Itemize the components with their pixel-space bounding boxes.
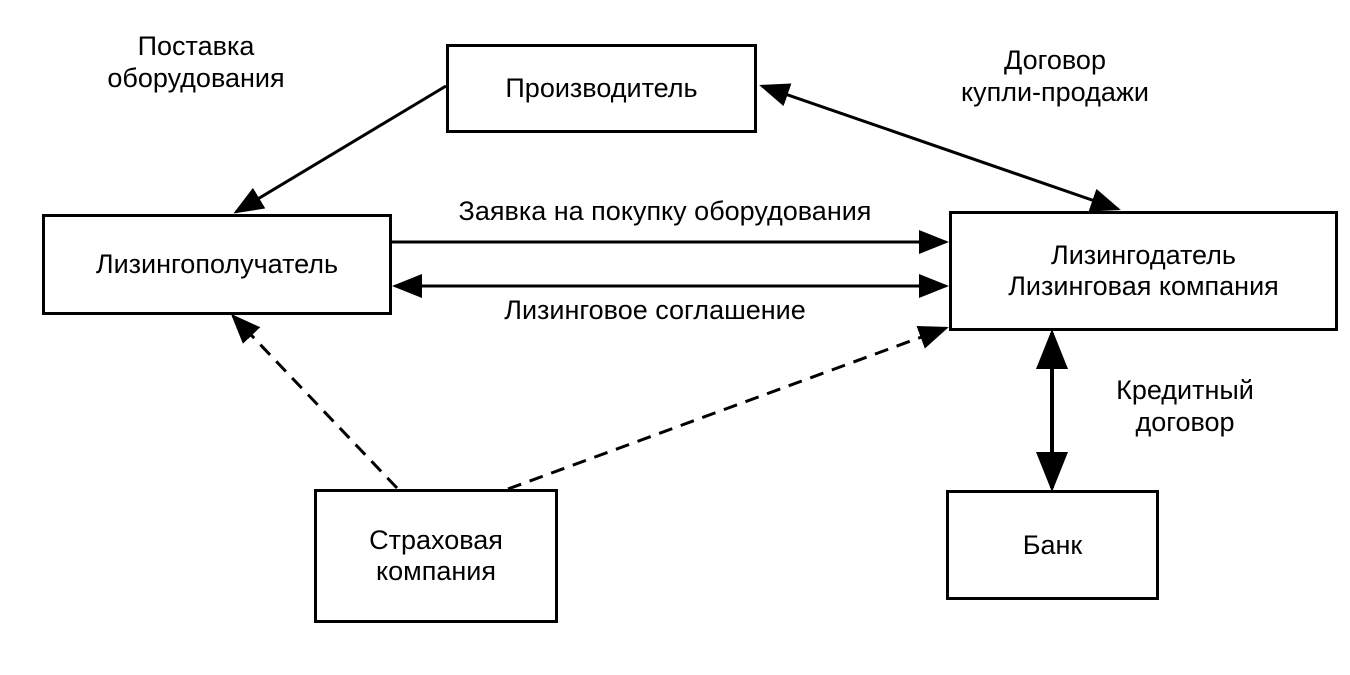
supply-arrow xyxy=(233,84,447,214)
lessor-box: Лизингодатель Лизинговая компания xyxy=(949,211,1338,331)
insurer-label-line1: Страховая xyxy=(369,525,503,555)
insurer-to-lessee-dashed-arrow xyxy=(230,313,399,490)
sale-contract-label-line2: купли-продажи xyxy=(960,77,1150,107)
credit-agreement-edge-label: Кредитный договор xyxy=(1080,374,1290,438)
supply-label-line2: оборудования xyxy=(107,63,285,93)
supply-edge-label: Поставка оборудования xyxy=(76,30,316,94)
sale-contract-label-line1: Договор xyxy=(1004,45,1106,75)
producer-box: Производитель xyxy=(446,44,757,133)
request-label: Заявка на покупку оборудования xyxy=(458,196,872,226)
lessee-label: Лизингополучатель xyxy=(95,249,339,279)
bank-box: Банк xyxy=(946,490,1159,600)
supply-label-line1: Поставка xyxy=(137,31,255,61)
request-edge-label: Заявка на покупку оборудования xyxy=(400,195,930,227)
lessee-box: Лизингополучатель xyxy=(42,214,392,315)
sale-contract-arrow xyxy=(759,83,1121,212)
lessor-label-line2: Лизинговая компания xyxy=(1008,271,1279,301)
lessor-label-line1: Лизингодатель xyxy=(1050,240,1237,270)
bank-label: Банк xyxy=(1022,529,1083,560)
lease-agreement-label: Лизинговое соглашение xyxy=(504,295,806,325)
sale-contract-edge-label: Договор купли-продажи xyxy=(930,44,1180,108)
producer-label: Производитель xyxy=(505,73,698,103)
insurer-to-lessor-dashed-arrow xyxy=(507,326,949,491)
insurer-label-line2: компания xyxy=(376,556,496,586)
credit-label-line2: договор xyxy=(1135,407,1235,437)
credit-label-line1: Кредитный xyxy=(1116,375,1254,405)
lease-agreement-edge-label: Лизинговое соглашение xyxy=(440,294,870,326)
insurer-box: Страховая компания xyxy=(314,489,558,623)
